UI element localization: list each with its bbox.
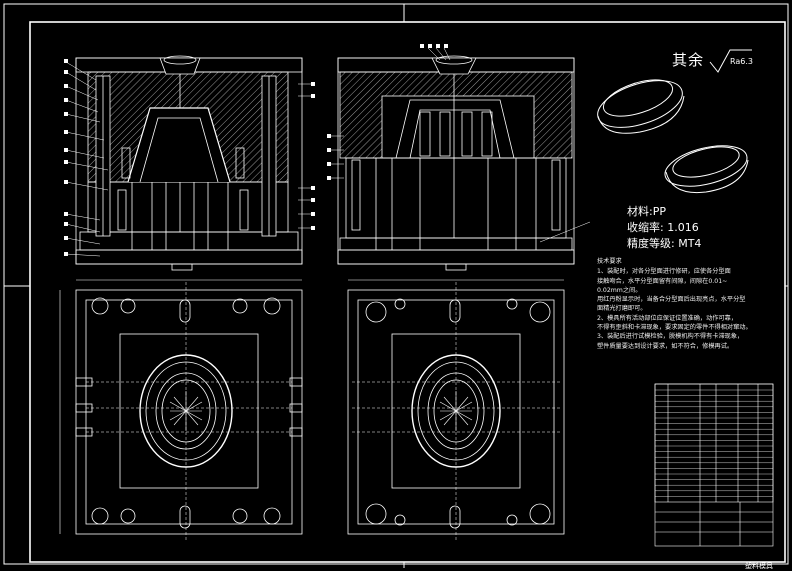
moving-half-plan-view xyxy=(59,279,303,540)
material-notes: 材料:PP 收缩率: 1.016 精度等级: MT4 xyxy=(627,204,701,252)
fixed-half-plan-view xyxy=(347,279,565,540)
side-section-view xyxy=(327,44,591,271)
front-section-view xyxy=(64,55,315,271)
product-isometric-sketch xyxy=(597,79,749,194)
surface-note-prefix: 其余 xyxy=(672,51,705,69)
tech-item: 用红丹粉显示时，当备合分型面后出现亮点，水平分型 xyxy=(597,296,746,304)
shrinkage-line: 收缩率: 1.016 xyxy=(627,221,699,234)
title-block-rows xyxy=(655,389,773,497)
material-line: 材料:PP xyxy=(627,205,666,218)
drawing-border xyxy=(3,3,789,568)
surface-roughness-value: Ra6.3 xyxy=(730,57,754,66)
tech-item: 3、装配后进行试模检验，脱模机构不得有卡滞现象， xyxy=(597,333,744,341)
tech-item: 面精光打磨即可。 xyxy=(597,305,647,313)
precision-line: 精度等级: MT4 xyxy=(627,237,702,250)
technical-requirements: 技术要求 1、装配时，对各分型面进行修研，应使各分型面 接触吻合，水平分型面留有… xyxy=(597,257,773,351)
sheet-title: 塑料模具 xyxy=(745,562,773,570)
tech-item: 1、装配时，对各分型面进行修研，应使各分型面 xyxy=(597,268,731,276)
surface-note: 其余 xyxy=(672,49,704,70)
tech-item: 0.02mm之间。 xyxy=(597,286,642,294)
tech-item: 不得有歪斜和卡滞现象，要求固定的零件不得相对窜动。 xyxy=(597,324,752,332)
tech-title: 技术要求 xyxy=(597,258,622,265)
tech-item: 塑件质量要达到设计要求，如不符合，修模再试。 xyxy=(597,342,734,350)
tech-item: 接触吻合，水平分型面留有间隙，间隙在0.01~ xyxy=(597,277,728,285)
tech-item: 2、模具所有活动部位应保证位置准确，动作可靠， xyxy=(597,314,738,322)
title-block xyxy=(654,383,774,547)
roughness-symbol xyxy=(709,49,752,73)
